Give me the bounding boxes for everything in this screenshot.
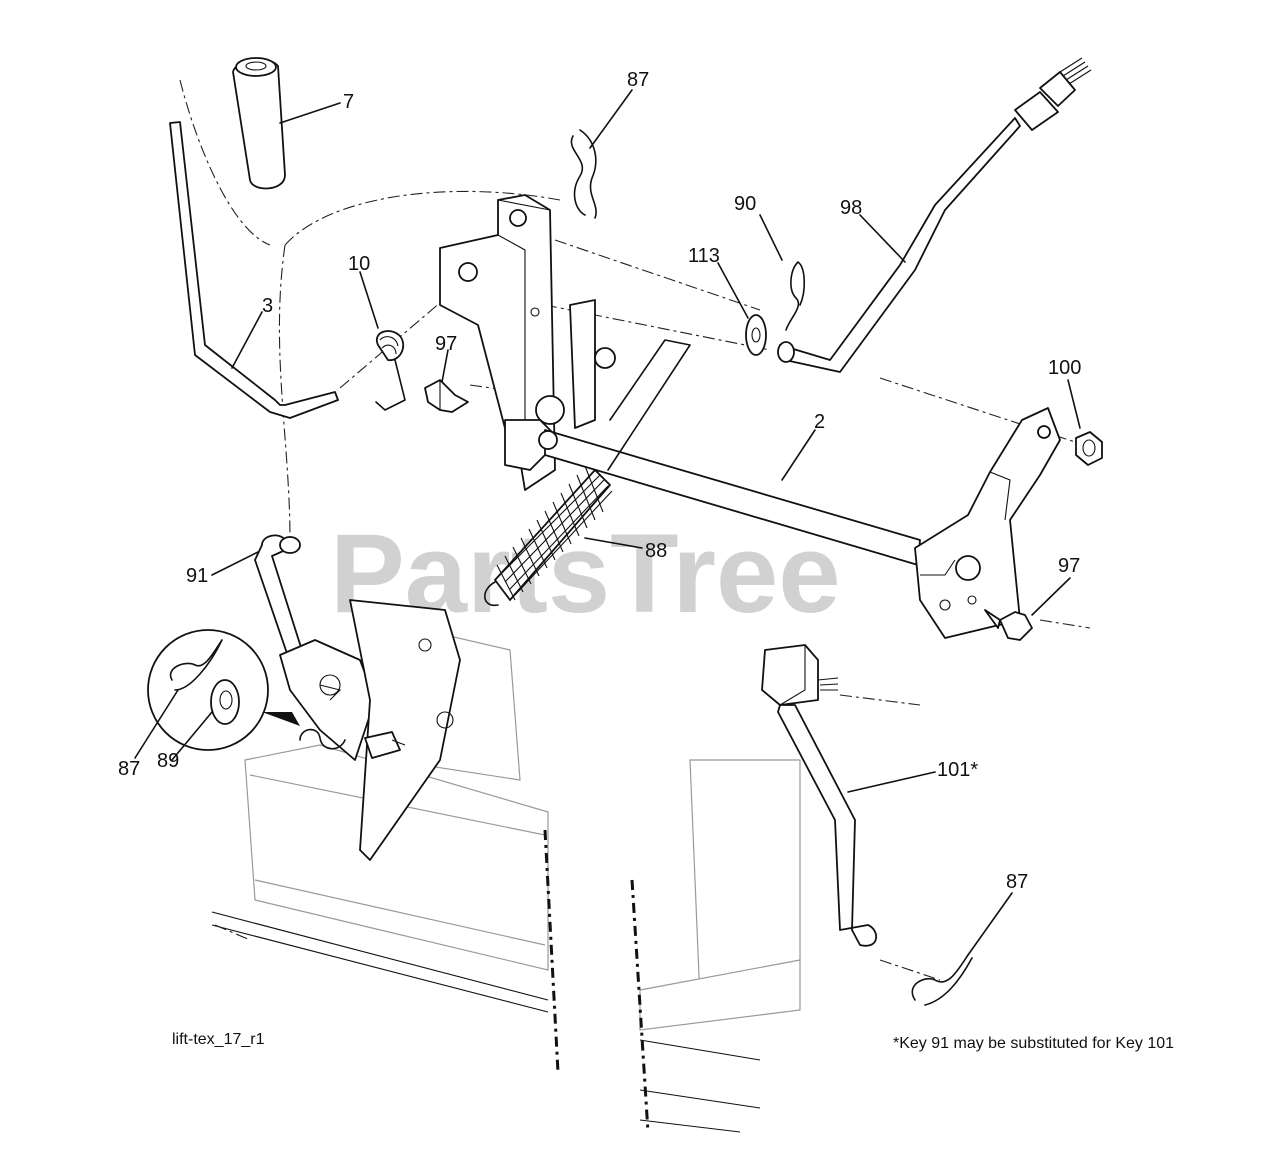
deck-link-101	[761, 644, 877, 947]
hairpin-clip-lower-right	[911, 954, 973, 1006]
handle-grip	[232, 57, 286, 190]
drawing-id: lift-tex_17_r1	[172, 1031, 265, 1048]
detail-bubble	[147, 629, 300, 751]
callout-10: 10	[348, 253, 370, 275]
deck-bracket-left	[279, 599, 461, 861]
hex-nut	[1075, 431, 1103, 466]
lift-spring	[484, 339, 691, 607]
lift-handle-rod	[169, 121, 339, 419]
alignment-lines	[179, 79, 1091, 981]
centerline-dash-right	[630, 879, 650, 1133]
callout-2: 2	[814, 411, 825, 433]
centerline-dash-left	[543, 829, 560, 1073]
flange-bolt-upper	[424, 379, 469, 413]
callout-90: 90	[734, 193, 756, 215]
callout-87: 87	[627, 69, 649, 91]
callout-98: 98	[840, 197, 862, 219]
leader-lines	[134, 89, 1081, 956]
callout-100: 100	[1048, 357, 1081, 379]
callout-113: 113	[688, 245, 720, 267]
footnote: *Key 91 may be substituted for Key 101	[893, 1035, 1174, 1052]
callout-87-detail: 87	[118, 758, 140, 780]
callout-88: 88	[645, 540, 667, 562]
callout-97-lower: 97	[1058, 555, 1080, 577]
callout-101: 101*	[937, 759, 978, 781]
shaft-arm-right	[914, 407, 1061, 639]
callout-91: 91	[186, 565, 208, 587]
hairpin-clip-upper	[570, 129, 597, 219]
mower-deck-ghost	[211, 619, 801, 1133]
callout-89: 89	[157, 750, 179, 772]
flat-washer	[745, 314, 767, 356]
adjustment-rod	[777, 57, 1092, 373]
hairpin-clip-90	[785, 261, 806, 331]
callout-7: 7	[343, 91, 354, 113]
callout-3: 3	[262, 295, 273, 317]
torsion-spring	[375, 330, 406, 411]
callout-87-lower: 87	[1006, 871, 1028, 893]
flange-bolt-lower	[984, 609, 1033, 641]
callout-97: 97	[435, 333, 457, 355]
callout-labels: 7 87 98 90 113 10 3 97 100 2 88 91 97 87…	[118, 69, 1081, 893]
